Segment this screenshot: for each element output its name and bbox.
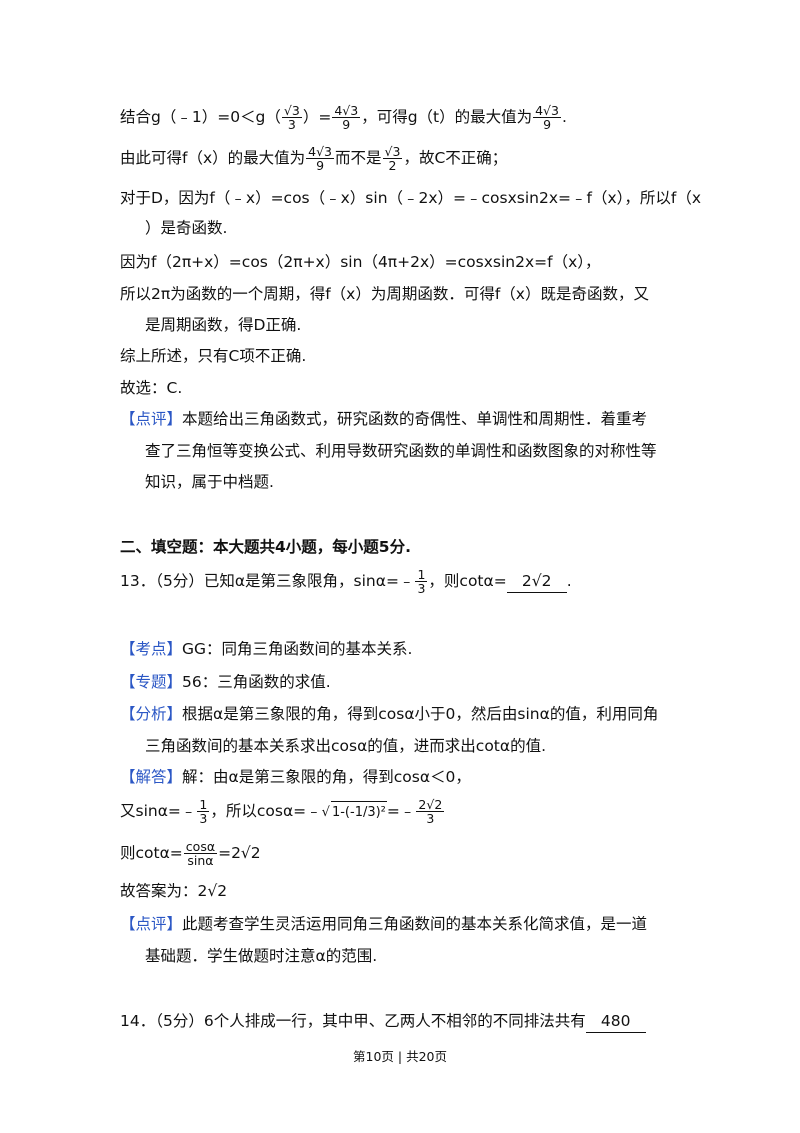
numerator: 4√3 bbox=[332, 103, 361, 118]
text: 解：由α是第三象限的角，得到cosα＜0， bbox=[182, 768, 471, 786]
text: . bbox=[561, 108, 567, 126]
solution-line: 故选：C. bbox=[120, 379, 183, 397]
dianping-tag: 【点评】 bbox=[120, 915, 183, 933]
numerator: 4√3 bbox=[306, 144, 335, 159]
denominator: 9 bbox=[316, 158, 325, 173]
dianping-line: 基础题．学生做题时注意α的范围. bbox=[145, 947, 378, 965]
text: ，所以cosα=﹣ bbox=[210, 802, 322, 820]
text: 由此可得f（x）的最大值为 bbox=[120, 149, 306, 167]
review-line: 【点评】本题给出三角函数式，研究函数的奇偶性、单调性和周期性．着重考 bbox=[120, 408, 647, 430]
denominator: 9 bbox=[342, 117, 351, 132]
jieda-line: 故答案为：2√2 bbox=[120, 882, 228, 900]
solution-line: 对于D，因为f（﹣x）=cos（﹣x）sin（﹣2x）=﹣cosxsin2x=﹣… bbox=[120, 189, 702, 207]
text: GG：同角三角函数间的基本关系. bbox=[182, 640, 413, 658]
text: 13．（5分）已知α是第三象限角，sinα=﹣ bbox=[120, 572, 415, 590]
text: 则cotα= bbox=[120, 844, 183, 862]
radicand: 1-(-1/3)² bbox=[330, 801, 387, 824]
denominator: 3 bbox=[199, 811, 208, 826]
kaodian-line: 【考点】GG：同角三角函数间的基本关系. bbox=[120, 638, 412, 660]
numerator: cosα bbox=[183, 839, 218, 854]
fenxi-line: 【分析】根据α是第三象限的角，得到cosα小于0，然后由sinα的值，利用同角 bbox=[120, 703, 658, 725]
denominator: 9 bbox=[543, 117, 552, 132]
review-line: 知识，属于中档题. bbox=[145, 473, 274, 491]
solution-line: 是周期函数，得D正确. bbox=[145, 316, 302, 334]
denominator: 3 bbox=[287, 117, 296, 132]
text: ，故C不正确； bbox=[403, 149, 508, 167]
jieda-tag: 【解答】 bbox=[120, 768, 183, 786]
text: 此题考查学生灵活运用同角三角函数间的基本关系化简求值，是一道 bbox=[182, 915, 648, 933]
denominator: 3 bbox=[417, 581, 426, 596]
section-heading: 二、填空题：本大题共4小题，每小题5分. bbox=[120, 538, 411, 556]
answer-blank: 480 bbox=[585, 1010, 646, 1033]
review-tag: 【点评】 bbox=[120, 410, 183, 428]
text: ，可得g（t）的最大值为 bbox=[361, 108, 533, 126]
solution-line: 所以2π为函数的一个周期，得f（x）为周期函数．可得f（x）既是奇函数，又 bbox=[120, 285, 649, 303]
jieda-line: 【解答】解：由α是第三象限的角，得到cosα＜0， bbox=[120, 766, 471, 788]
fenxi-tag: 【分析】 bbox=[120, 705, 183, 723]
dianping-line: 【点评】此题考查学生灵活运用同角三角函数间的基本关系化简求值，是一道 bbox=[120, 913, 647, 935]
solution-line: 因为f（2π+x）=cos（2π+x）sin（4π+2x）=cosxsin2x=… bbox=[120, 253, 601, 271]
fenxi-line: 三角函数间的基本关系求出cosα的值，进而求出cotα的值. bbox=[145, 737, 547, 755]
numerator: √3 bbox=[382, 144, 403, 159]
numerator: √3 bbox=[281, 103, 302, 118]
text: 又sinα=﹣ bbox=[120, 802, 197, 820]
numerator: 2√2 bbox=[416, 797, 445, 812]
numerator: 1 bbox=[197, 797, 210, 812]
text: ，则cotα= bbox=[428, 572, 507, 590]
kaodian-tag: 【考点】 bbox=[120, 640, 183, 658]
text: 本题给出三角函数式，研究函数的奇偶性、单调性和周期性．着重考 bbox=[182, 410, 648, 428]
text: =2√2 bbox=[218, 844, 261, 862]
numerator: 1 bbox=[415, 567, 428, 582]
numerator: 4√3 bbox=[533, 103, 561, 118]
denominator: sinα bbox=[187, 853, 214, 868]
text: ）= bbox=[302, 108, 332, 126]
zhuanti-line: 【专题】56：三角函数的求值. bbox=[120, 671, 331, 693]
solution-line: ）是奇函数. bbox=[145, 219, 228, 237]
page-footer: 第10页 | 共20页 bbox=[353, 1049, 447, 1064]
text: . bbox=[566, 572, 572, 590]
denominator: 3 bbox=[426, 811, 435, 826]
text: 14．（5分）6个人排成一行，其中甲、乙两人不相邻的不同排法共有 bbox=[120, 1012, 586, 1030]
text: 结合g（﹣1）=0＜g（ bbox=[120, 108, 281, 126]
text: 根据α是第三象限的角，得到cosα小于0，然后由sinα的值，利用同角 bbox=[182, 705, 659, 723]
zhuanti-tag: 【专题】 bbox=[120, 673, 183, 691]
text: 而不是 bbox=[335, 149, 382, 167]
radical-sign: √ bbox=[321, 805, 330, 820]
denominator: 2 bbox=[388, 158, 397, 173]
solution-line: 综上所述，只有C项不正确. bbox=[120, 347, 307, 365]
review-line: 查了三角恒等变换公式、利用导数研究函数的单调性和函数图象的对称性等 bbox=[145, 442, 657, 460]
text: =﹣ bbox=[386, 802, 416, 820]
answer-blank: 2√2 bbox=[506, 570, 567, 593]
text: 56：三角函数的求值. bbox=[182, 673, 331, 691]
